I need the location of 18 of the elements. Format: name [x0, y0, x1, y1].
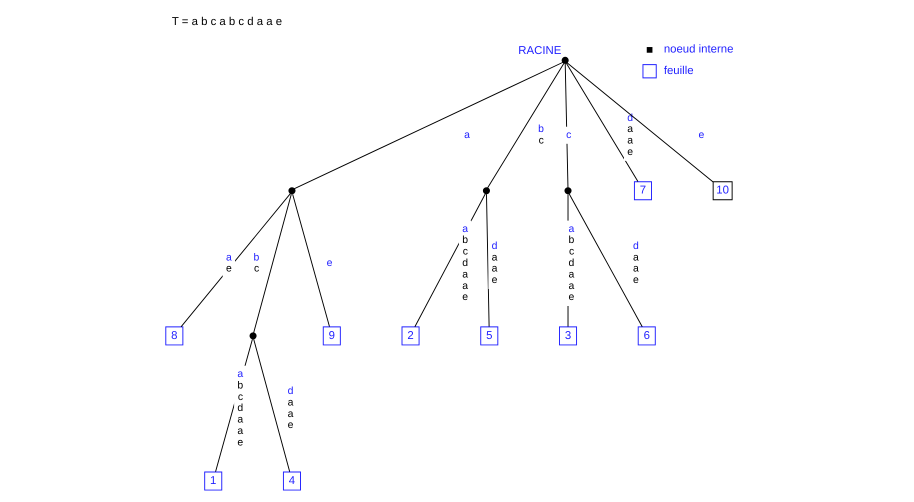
edge-label: a b c d a a e	[236, 368, 243, 448]
edge-label: d a a e	[287, 386, 293, 432]
edge-label: b c	[253, 252, 259, 275]
edge-label: a	[464, 130, 470, 141]
edge-label: e	[326, 258, 332, 269]
edge-label: a b c d a a e	[568, 224, 574, 304]
edge-label: d a a e	[632, 240, 638, 286]
diagram-title: T = a b c a b c d a a e	[171, 16, 282, 28]
edge-label: d a a e	[491, 240, 497, 286]
edge-label: d a a e	[626, 112, 633, 158]
edge-label: a e	[226, 252, 232, 275]
edge-label: b c	[538, 124, 544, 147]
edge-label: a b c d a a e	[462, 224, 468, 304]
legend-label: feuille	[663, 65, 694, 78]
node-label: RACINE	[518, 45, 561, 58]
edge-label: e	[698, 130, 704, 141]
legend-label: noeud interne	[663, 43, 733, 56]
edge-label: c	[566, 130, 571, 141]
